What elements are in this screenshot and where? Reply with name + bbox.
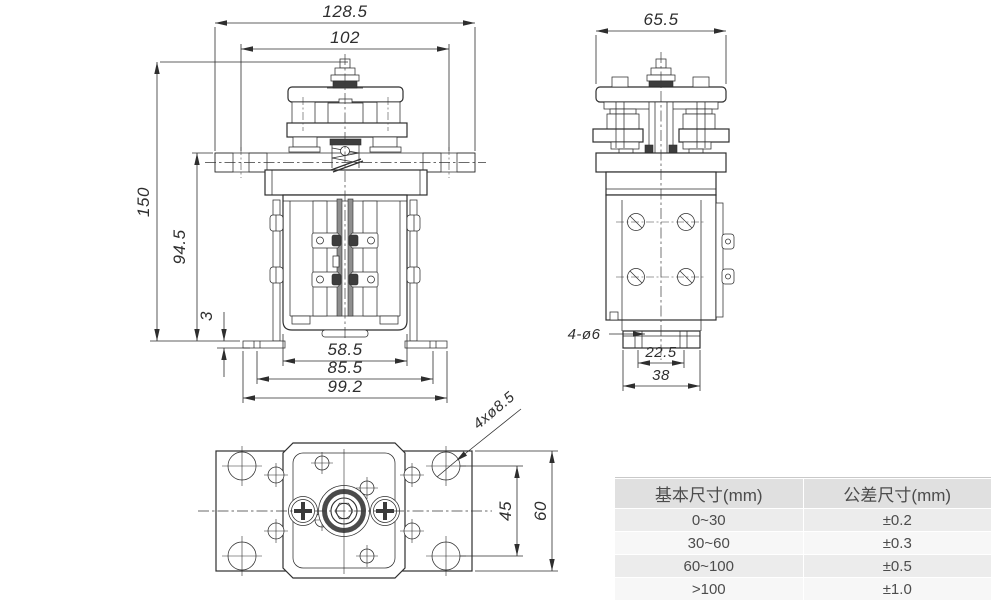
tolerance-cell: ±0.3 (803, 531, 991, 555)
dim-label-flange-depth: 60 (531, 501, 550, 521)
dim-label-body-width: 58.5 (327, 340, 362, 359)
basic-size-cell: >100 (615, 577, 804, 600)
dim-label-foot-hole-spacing: 85.5 (327, 358, 362, 377)
basic-size-cell: 30~60 (615, 531, 804, 555)
tolerance-cell: ±0.2 (803, 508, 991, 532)
dim-label-overall-width: 128.5 (322, 2, 367, 21)
basic-size-cell: 0~30 (615, 508, 804, 532)
dim-label-height-below-flange: 94.5 (170, 229, 189, 264)
dim-label-foot-overall-width: 99.2 (327, 377, 362, 396)
terminal-tabs (311, 232, 379, 288)
dim-label-hole-spacing-vertical: 45 (496, 501, 515, 521)
table-row: >100 ±1.0 (615, 577, 991, 600)
bottom-view-drawing: 4xø8.5 45 60 (198, 388, 558, 579)
side-view-drawing: 65.5 4-ø6 22.5 38 (568, 10, 735, 391)
table-row: 60~100 ±0.5 (615, 554, 991, 578)
tolerance-cell: ±1.0 (803, 577, 991, 600)
dim-label-corner-holes: 4xø8.5 (470, 388, 518, 433)
dim-label-overall-height: 150 (134, 187, 153, 217)
dim-label-overall-depth: 65.5 (643, 10, 678, 29)
tolerance-table-header-basic: 基本尺寸(mm) (615, 478, 804, 509)
side-boss-group (269, 214, 421, 284)
tolerance-cell: ±0.5 (803, 554, 991, 578)
dim-label-mount-holes: 4-ø6 (568, 326, 601, 343)
side-view-dimensions: 65.5 4-ø6 22.5 38 (568, 10, 727, 391)
basic-size-cell: 60~100 (615, 554, 804, 578)
small-holes (264, 452, 424, 567)
dim-label-mount-hole-spacing: 102 (330, 28, 360, 47)
dim-label-foot-depth: 38 (652, 367, 670, 384)
tolerance-table: 基本尺寸(mm) 公差尺寸(mm) 0~30 ±0.2 30~60 ±0.3 6… (615, 477, 991, 600)
table-row: 0~30 ±0.2 (615, 508, 991, 532)
corner-mount-holes (222, 446, 466, 576)
table-row: 30~60 ±0.3 (615, 531, 991, 555)
dim-label-bracket-thickness: 3 (197, 311, 216, 321)
tolerance-table-header-row: 基本尺寸(mm) 公差尺寸(mm) (615, 478, 991, 509)
front-view-drawing: 128.5 102 150 94.5 3 58.5 85.5 99.2 (134, 2, 486, 403)
tolerance-table-header-tolerance: 公差尺寸(mm) (803, 478, 991, 509)
front-view-dimensions: 128.5 102 150 94.5 3 58.5 85.5 99.2 (134, 2, 476, 403)
dim-label-foot-hole-spacing-side: 22.5 (644, 344, 676, 361)
